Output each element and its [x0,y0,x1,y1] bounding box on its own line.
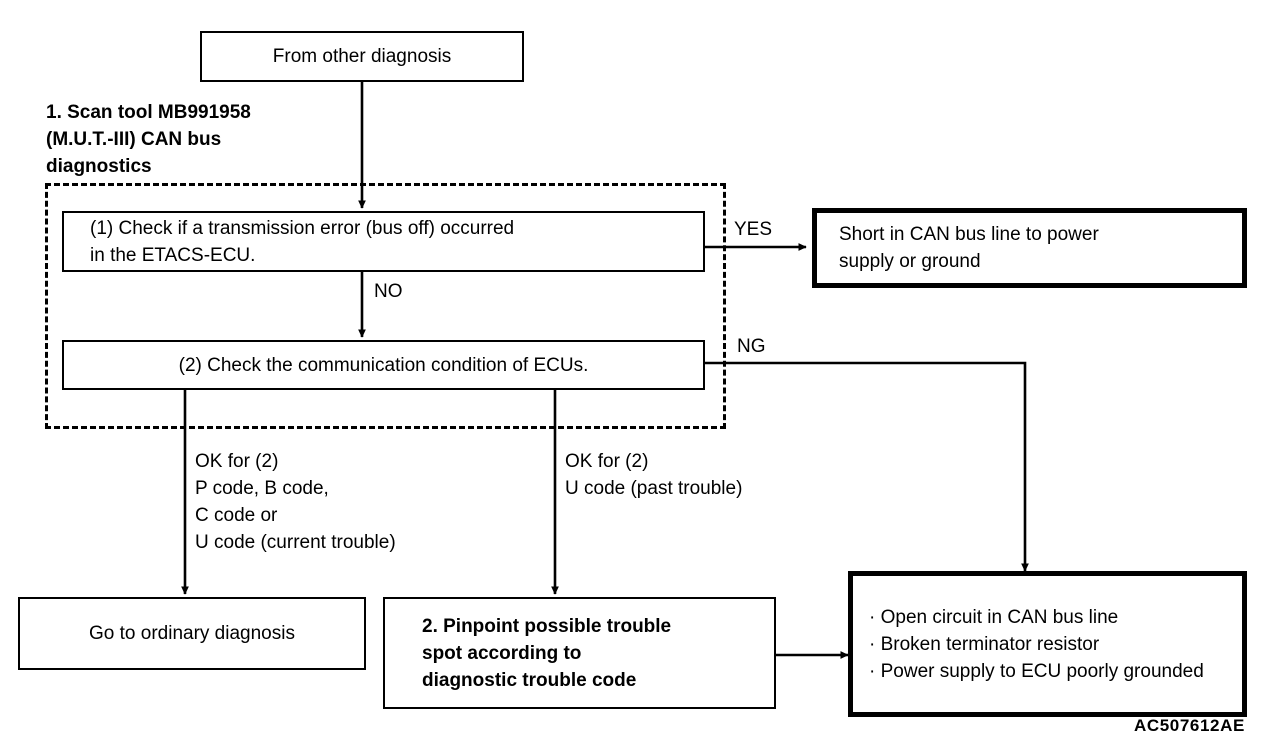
edge-label-no: NO [374,281,403,302]
node-pinpoint-trouble-spot[interactable]: 2. Pinpoint possible trouble spot accord… [383,597,776,709]
node-check-communication-condition-label: (2) Check the communication condition of… [178,354,589,376]
node-short-in-can-bus-line-label: Short in CAN bus line to power supply or… [839,224,1099,272]
node-short-in-can-bus-line[interactable]: Short in CAN bus line to power supply or… [812,208,1247,288]
node-possible-faults[interactable]: · Open circuit in CAN bus line · Broken … [848,571,1247,717]
scan-tool-group-region [45,183,726,429]
node-go-to-ordinary-diagnosis-label: Go to ordinary diagnosis [89,623,295,644]
fault-item-poor-ground: · Power supply to ECU poorly grounded [869,660,1204,682]
figure-id-code: AC507612AE [1134,716,1245,735]
node-go-to-ordinary-diagnosis[interactable]: Go to ordinary diagnosis [18,597,366,670]
fault-item-open-circuit: · Open circuit in CAN bus line [869,606,1119,628]
edge-label-yes: YES [734,219,773,240]
edge-label-ng: NG [737,336,766,357]
node-pinpoint-trouble-spot-label: 2. Pinpoint possible trouble spot accord… [422,615,672,691]
node-possible-faults-list: · Open circuit in CAN bus line · Broken … [869,604,1204,685]
node-check-transmission-error[interactable]: (1) Check if a transmission error (bus o… [62,211,705,272]
node-from-other-diagnosis-label: From other diagnosis [272,46,452,67]
node-check-transmission-error-label: (1) Check if a transmission error (bus o… [90,217,515,266]
node-check-communication-condition[interactable]: (2) Check the communication condition of… [62,340,705,390]
edge-label-ok-left: OK for (2) P code, B code, C code or U c… [195,451,396,553]
node-from-other-diagnosis[interactable]: From other diagnosis [200,31,524,82]
scan-tool-group-title: 1. Scan tool MB991958 (M.U.T.-III) CAN b… [46,102,251,177]
edge-label-ok-right: OK for (2) U code (past trouble) [565,451,743,499]
fault-item-broken-terminator: · Broken terminator resistor [869,633,1100,655]
